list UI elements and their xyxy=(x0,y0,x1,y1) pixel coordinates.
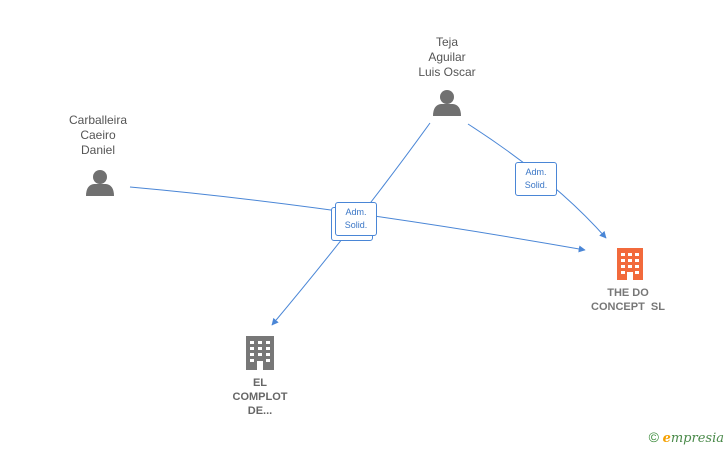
person-name-line: Aguilar xyxy=(428,50,466,64)
role-badge-line: Solid. xyxy=(524,180,548,190)
person-name-line: Teja xyxy=(435,35,458,49)
building-icon-el-complot[interactable] xyxy=(246,336,274,370)
building-icon-the-do[interactable] xyxy=(617,248,643,280)
role-badge-right[interactable]: Adm. Solid. xyxy=(515,162,557,196)
person-name-line: Caeiro xyxy=(80,128,116,142)
person-name-line: Carballeira xyxy=(68,113,128,127)
role-badge-line: Adm. xyxy=(345,207,367,217)
company-label-the-do[interactable]: THE DO CONCEPT SL xyxy=(568,286,688,314)
role-badge-line: Solid. xyxy=(344,220,368,230)
company-name-line: COMPLOT xyxy=(232,391,288,403)
company-name-line: CONCEPT SL xyxy=(591,301,665,313)
person-name-line: Daniel xyxy=(80,143,116,157)
person-label-carballeira[interactable]: Carballeira Caeiro Daniel xyxy=(48,113,148,158)
person-icon-carballeira[interactable] xyxy=(86,170,114,196)
company-name-line: THE DO xyxy=(607,287,649,299)
brand-initial: e xyxy=(662,431,671,446)
brand-name: mpresia xyxy=(670,431,724,446)
company-name-line: EL xyxy=(252,377,268,389)
company-label-el-complot[interactable]: EL COMPLOT DE... xyxy=(215,376,305,418)
role-badge-center[interactable]: Adm. Solid. xyxy=(335,202,377,236)
role-badge-line: Adm. xyxy=(525,167,547,177)
person-name-line: Luis Oscar xyxy=(418,65,476,79)
copyright-symbol: © xyxy=(648,429,659,445)
person-icon-teja[interactable] xyxy=(433,90,461,116)
empresia-watermark: © empresia xyxy=(649,429,724,446)
person-label-teja[interactable]: Teja Aguilar Luis Oscar xyxy=(397,35,497,80)
company-name-line: DE... xyxy=(247,405,273,417)
